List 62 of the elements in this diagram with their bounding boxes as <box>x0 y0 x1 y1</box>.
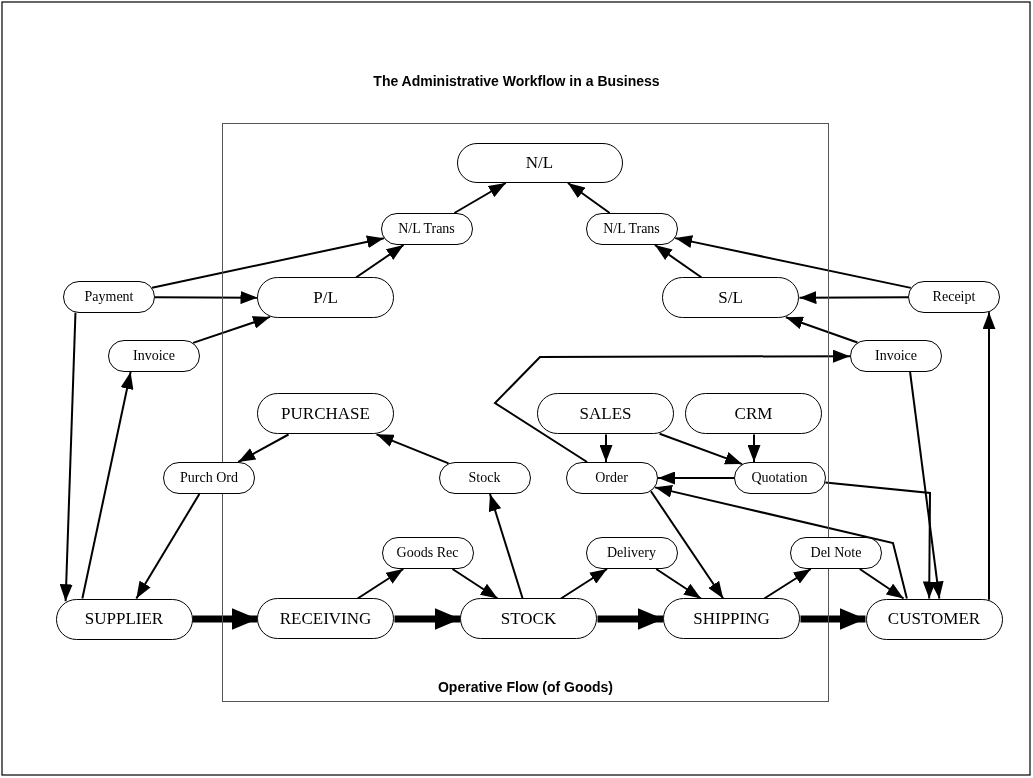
title: The Administrative Workflow in a Business <box>372 73 661 89</box>
arrow <box>488 493 524 600</box>
goods-flow-arrow <box>597 608 664 630</box>
document-box: Invoice <box>850 340 942 372</box>
document-box: Quotation <box>733 461 826 494</box>
document-box: Stock <box>438 461 531 494</box>
document-box: N/L Trans <box>585 212 678 245</box>
arrow <box>151 235 385 289</box>
arrow <box>653 484 908 600</box>
goods-flow-arrow <box>192 608 258 630</box>
document-box: Invoice <box>108 340 200 372</box>
arrow <box>59 311 77 603</box>
arrow <box>355 244 405 279</box>
arrow <box>493 349 851 463</box>
document-box: Purch Ord <box>163 462 255 494</box>
document-box: Goods Rec <box>381 536 474 569</box>
arrow <box>982 311 996 601</box>
arrow <box>192 315 271 344</box>
arrow <box>154 291 259 305</box>
document-box: N/L Trans <box>380 212 473 245</box>
goods-flow-arrow <box>394 608 461 630</box>
arrow <box>135 493 201 600</box>
arrow <box>560 568 609 600</box>
arrow <box>453 182 507 214</box>
document-box: Payment <box>63 281 155 313</box>
arrow <box>858 568 905 600</box>
arrow <box>747 433 761 463</box>
process-box: S/L <box>662 277 799 318</box>
arrow <box>566 182 611 214</box>
arrow <box>658 432 744 466</box>
arrow <box>356 568 405 600</box>
arrow <box>653 244 703 279</box>
arrow <box>451 568 499 600</box>
process-box: SHIPPING <box>663 598 800 639</box>
arrow <box>237 433 290 463</box>
arrow <box>763 568 812 600</box>
arrow <box>909 371 944 600</box>
process-box: SALES <box>537 393 674 434</box>
process-box: P/L <box>257 277 394 318</box>
arrow <box>657 471 735 485</box>
process-box: PURCHASE <box>257 393 394 434</box>
arrow <box>824 481 936 600</box>
arrow <box>798 291 909 305</box>
process-box: RECEIVING <box>257 598 394 639</box>
arrow <box>649 490 725 600</box>
process-box: SUPPLIER <box>55 598 193 640</box>
process-box: STOCK <box>460 598 597 639</box>
arrow <box>674 235 912 289</box>
frame-label: Operative Flow (of Goods) <box>438 679 613 695</box>
arrow <box>599 433 613 463</box>
goods-flow-arrow <box>800 608 866 630</box>
process-box: CRM <box>685 393 822 434</box>
document-box: Order <box>565 461 658 494</box>
document-box: Del Note <box>790 537 882 569</box>
arrow <box>81 371 134 600</box>
process-box: CUSTOMER <box>865 598 1003 640</box>
arrow <box>375 433 450 465</box>
process-box: N/L <box>456 142 623 183</box>
document-box: Delivery <box>585 536 678 569</box>
arrow <box>655 568 702 600</box>
arrow <box>784 316 859 344</box>
document-box: Receipt <box>908 281 1000 313</box>
